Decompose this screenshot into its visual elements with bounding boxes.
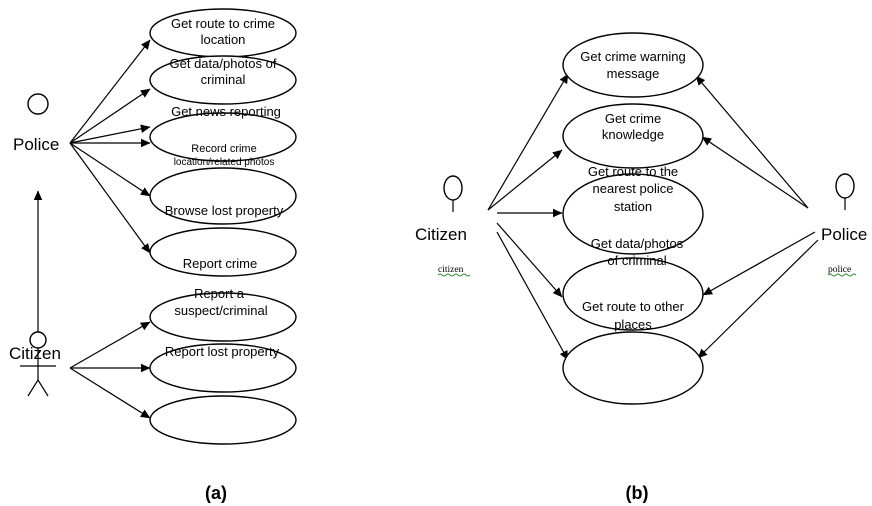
use-case-label: nearest police [593,181,674,196]
police-actor-head-icon [27,93,49,115]
use-case-get-crime-knowledge [562,103,704,169]
police-note: police [828,265,851,275]
use-case-label: of criminal [607,253,666,268]
diagram-b: Get crime warning message Get crime know… [415,32,867,503]
use-case-report-suspect [149,292,297,342]
use-case-label: station [614,199,652,214]
use-case-label: Get data/photos of [170,56,277,71]
use-case-report-crime [149,227,297,277]
use-case-label: Get route to other [582,299,685,314]
caption-b: (b) [626,483,649,503]
use-case-label: places [614,317,652,332]
citizen-actor-label: Citizen [9,344,61,363]
use-case-label: location/related photos [174,157,275,168]
citizen-associations-b [487,73,569,361]
use-case-get-data-photos-of-criminal [149,55,297,105]
use-case-label: knowledge [602,127,664,142]
use-case-get-route-police-station [562,173,704,255]
use-case-get-route-other-places [562,257,704,331]
use-case-empty-b [562,331,704,405]
citizen-associations [69,321,151,419]
spellcheck-squiggle-icon [827,273,857,277]
use-case-label: message [607,66,660,81]
use-case-label: criminal [201,72,246,87]
use-case-empty-a [149,395,297,445]
police-actor-label: Police [13,135,59,154]
use-case-label: location [201,32,246,47]
diagram-a: Get route to crime location Get data/pho… [9,8,297,503]
police-associations-b [695,75,819,359]
use-case-get-crime-warning [562,32,704,98]
citizen-actor-head-icon [443,175,463,212]
use-case-label: Get route to the [588,164,678,179]
citizen-note: citizen [438,265,464,275]
caption-a: (a) [205,483,227,503]
use-case-label: Report lost property [165,344,280,359]
use-case-record-crime-location [149,112,297,162]
use-case-report-lost-property [149,343,297,393]
use-case-label: Record crime [191,143,256,155]
use-case-label: suspect/criminal [174,303,267,318]
use-case-label: Browse lost property [165,203,284,218]
use-case-label: Report a [194,286,245,301]
spellcheck-squiggle-icon [437,273,471,277]
use-case-label: Report crime [183,256,257,271]
use-case-label: Get data/photos [591,236,684,251]
use-case-label: Get route to crime [171,16,275,31]
police-actor-label: Police [821,225,867,244]
police-actor-head-icon [835,173,855,210]
police-associations [69,39,151,254]
use-case-label: Get crime [605,111,661,126]
use-case-label: Get news reporting [171,104,281,119]
citizen-actor-icon [20,331,56,397]
use-case-browse-lost-property [149,167,297,225]
citizen-actor-label: Citizen [415,225,467,244]
use-case-label: Get crime warning [580,49,685,64]
